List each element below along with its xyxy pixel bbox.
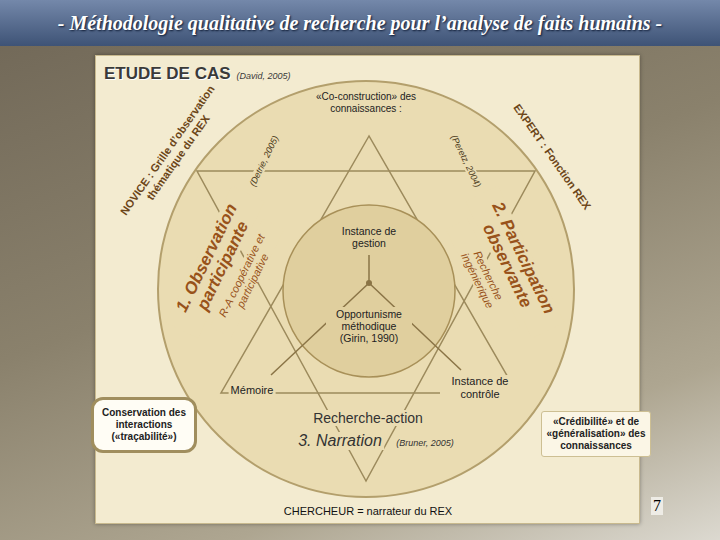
panel-heading: ETUDE DE CAS [104, 64, 231, 84]
pole-label: Instance de contrôle [440, 375, 520, 401]
pole-label: Mémoire [229, 384, 276, 397]
pole-label: Instance de gestion [329, 225, 409, 249]
researcher-note: CHERCHEUR = narrateur du REX [284, 505, 452, 518]
citation: (Peretz, 2004) [448, 131, 484, 190]
box-text: Conservation des interactions («traçabil… [99, 407, 189, 443]
method-name: Recherche-action [311, 410, 425, 426]
circle-heading: «Co-construction» des connaissances : [304, 91, 428, 115]
center-label: Opportunisme méthodique (Girin, 1990) [326, 307, 412, 345]
conservation-box: Conservation des interactions («traçabil… [91, 397, 197, 453]
credibility-box: «Crédibilité» et de «généralisation» des… [541, 411, 651, 457]
expert-label: EXPERT : Fonction REX [511, 102, 594, 213]
page-number: 7 [651, 497, 663, 515]
citation: (Detrie, 2005) [247, 132, 282, 189]
spoke [368, 255, 370, 283]
title-bar: - Méthodologie qualitative de recherche … [0, 0, 720, 46]
inner-disk [283, 205, 455, 377]
page-title: - Méthodologie qualitative de recherche … [0, 0, 720, 46]
citation: (Bruner, 2005) [394, 438, 456, 449]
box-text: «Crédibilité» et de «généralisation» des… [546, 416, 646, 452]
panel-citation: (David, 2005) [237, 71, 291, 81]
outer-circle [158, 81, 574, 497]
center-dot [366, 280, 372, 286]
method-title: 3. Narration [296, 432, 384, 450]
inner-circle: Instance de gestionOpportunisme méthodiq… [281, 203, 457, 379]
